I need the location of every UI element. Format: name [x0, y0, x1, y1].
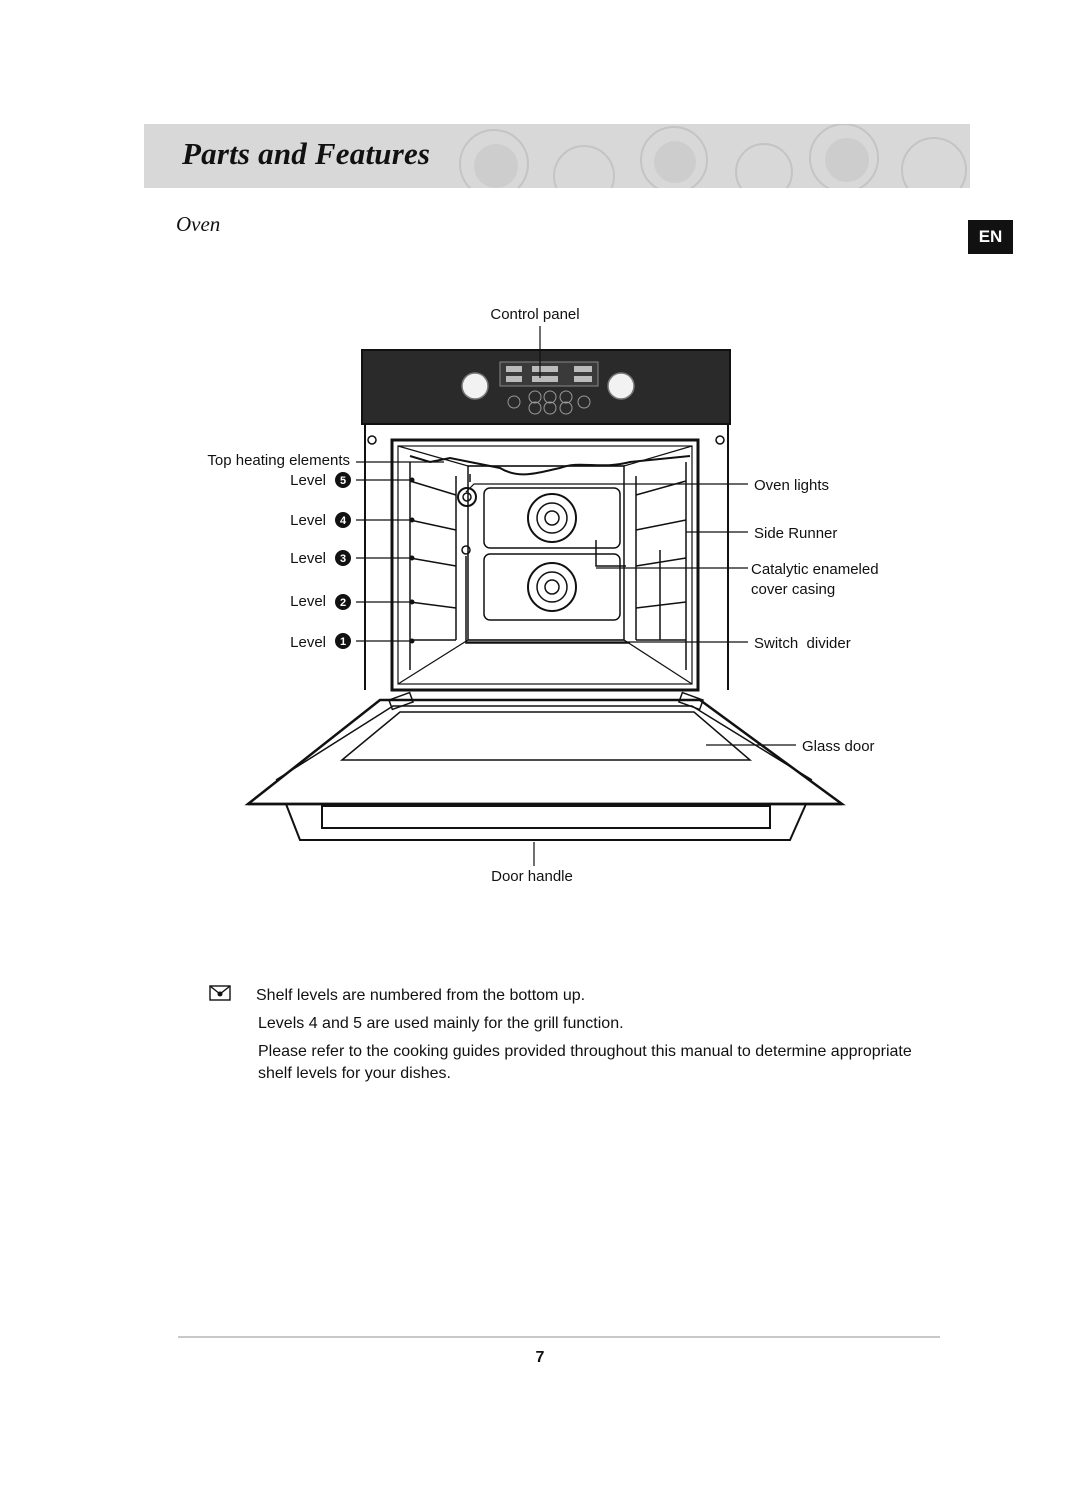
level-1-badge: [335, 633, 351, 649]
label-level-2: Level: [290, 593, 326, 610]
label-catalytic-line2: cover casing: [751, 581, 835, 598]
level-5-number: 5: [340, 475, 346, 487]
label-side-runner: Side Runner: [754, 525, 837, 542]
label-level-5: Level: [290, 472, 326, 489]
oven-cavity-graphic: [364, 424, 729, 692]
label-glass-door: Glass door: [802, 738, 875, 755]
header-band: Parts and Features: [144, 124, 970, 188]
glass-door-graphic: [244, 691, 846, 841]
leader-lines: [356, 326, 796, 866]
label-level-4: Level: [290, 512, 326, 529]
level-2-number: 2: [340, 597, 346, 609]
label-door-handle: Door handle: [491, 868, 573, 885]
label-level-1: Level: [290, 634, 326, 651]
note-line-2: Levels 4 and 5 are used mainly for the g…: [258, 1015, 624, 1032]
tomato-decoration-icon: [459, 124, 967, 188]
level-1-number: 1: [340, 636, 346, 648]
note-line-1: Shelf levels are numbered from the botto…: [256, 987, 586, 1004]
level-5-badge: [335, 472, 351, 488]
label-oven-lights: Oven lights: [754, 477, 829, 494]
footer-divider: [178, 1336, 940, 1338]
page-number: 7: [535, 1349, 545, 1366]
level-4-badge: [335, 512, 351, 528]
level-4-number: 4: [340, 515, 347, 527]
label-level-3: Level: [290, 550, 326, 567]
label-control-panel: Control panel: [490, 306, 579, 323]
level-2-badge: [335, 594, 351, 610]
control-panel-graphic: [361, 349, 731, 425]
note-line-3: Please refer to the cooking guides provi…: [258, 1043, 912, 1082]
page-title: Parts and Features: [182, 136, 431, 171]
language-badge: EN: [968, 220, 1013, 254]
note-icon: [209, 985, 231, 1001]
section-title: Oven: [176, 212, 221, 236]
label-catalytic-line1: Catalytic enameled: [751, 561, 879, 578]
label-switch-divider: Switch divider: [754, 635, 851, 652]
level-3-number: 3: [340, 553, 346, 565]
level-3-badge: [335, 550, 351, 566]
label-top-heating-elements: Top heating elements: [207, 452, 350, 469]
